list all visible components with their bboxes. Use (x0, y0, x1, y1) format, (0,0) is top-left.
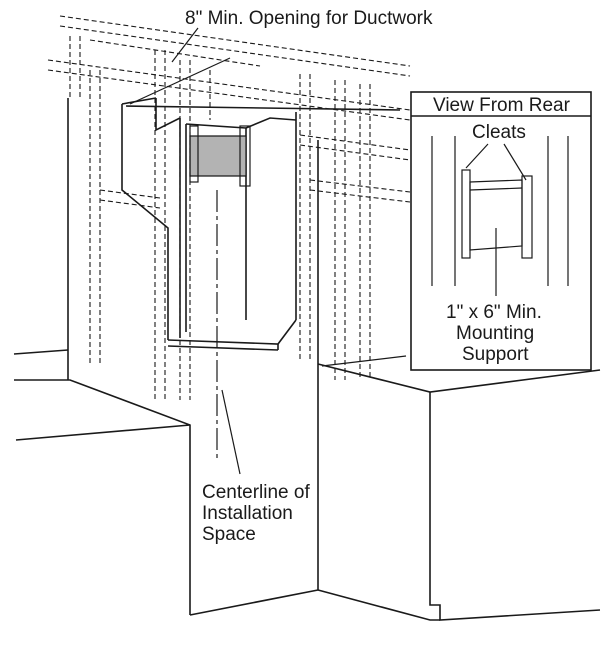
rear-view-inset: View From Rear Cleats 1" x 6" Min. Mount… (410, 91, 592, 371)
support-label-line2: Mounting (456, 323, 534, 344)
centerline-label-line3: Space (202, 524, 256, 545)
inset-frame (410, 91, 592, 371)
centerline-label-line2: Installation (202, 503, 293, 524)
inset-cleat-right (521, 175, 533, 259)
range-hood (121, 97, 297, 351)
leader-lines (129, 27, 407, 475)
centerline-label-line1: Centerline of (202, 482, 310, 503)
main-mounting-support (189, 125, 251, 187)
inset-cleat-left (461, 169, 471, 259)
cleats-label: Cleats (472, 122, 526, 143)
support-label-line1: 1" x 6" Min. (446, 302, 542, 323)
mounting-support-board (190, 136, 246, 176)
ductwork-opening-label: 8" Min. Opening for Ductwork (185, 8, 433, 29)
cleat-left (189, 125, 199, 183)
inset-mounting-support (469, 179, 523, 251)
support-label-line3: Support (462, 344, 529, 365)
cleat-right (239, 125, 251, 187)
room-walls (13, 98, 601, 621)
inset-title: View From Rear (433, 95, 571, 116)
